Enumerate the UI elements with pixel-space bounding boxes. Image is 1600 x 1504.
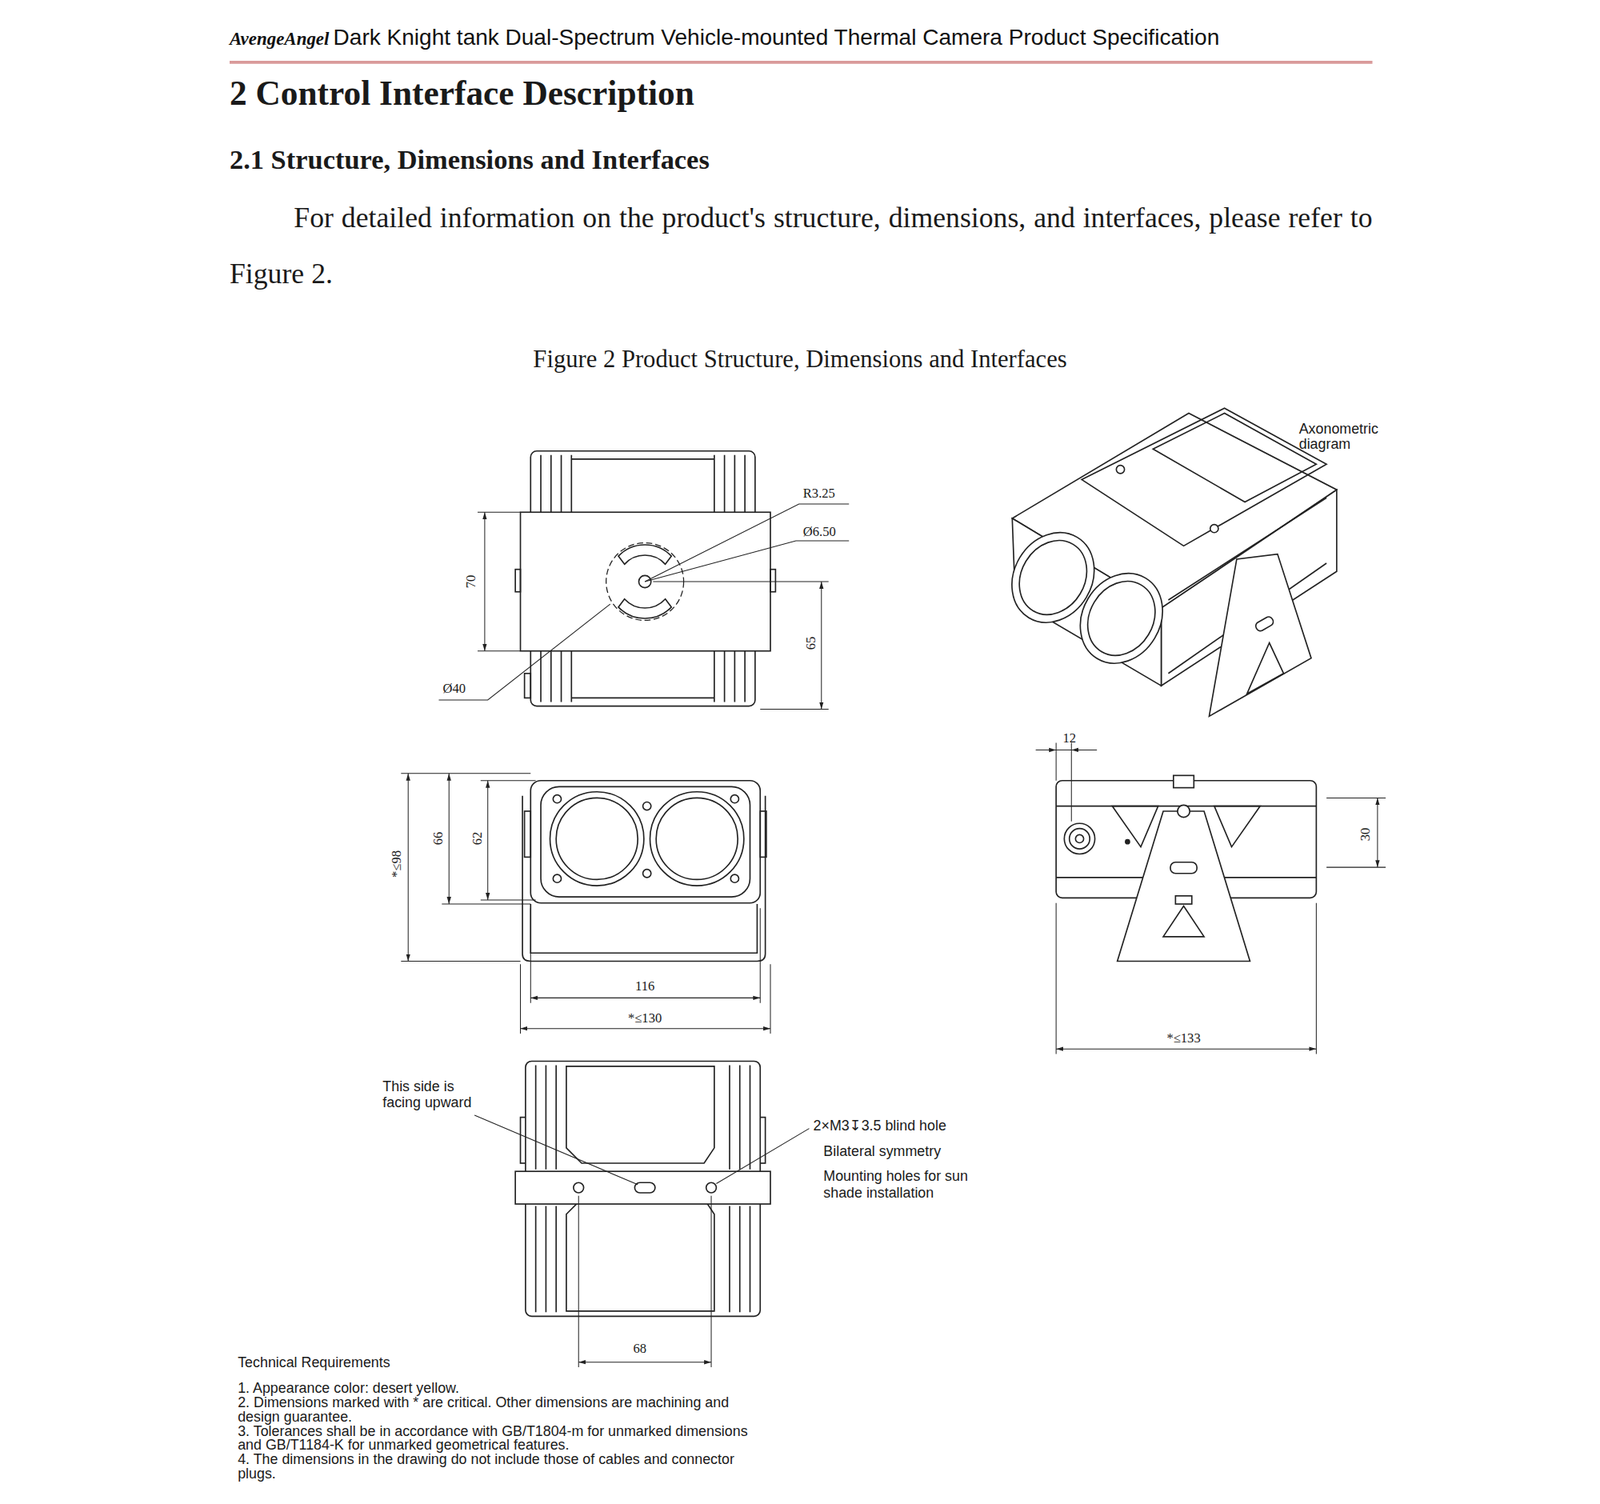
bottom-view-dimensions: [474, 1115, 809, 1368]
axonometric-view: [996, 408, 1337, 716]
dimension-label: R3.25: [803, 486, 836, 502]
callout-note: This side is facing upward: [382, 1079, 495, 1110]
dimension-label: 66: [431, 832, 447, 846]
dimension-label: 70: [464, 575, 480, 589]
technical-note: 2. Dimensions marked with * are critical…: [237, 1396, 748, 1425]
page-header: AvengeAngelDark Knight tankDual-Spectrum…: [229, 24, 1220, 51]
dimension-label: *≤133: [1166, 1031, 1200, 1047]
dimension-label: 62: [469, 832, 485, 846]
callout-note: Mounting holes for sun shade installatio…: [823, 1168, 976, 1201]
dimension-label: Ø40: [443, 680, 467, 696]
side-view: [1056, 775, 1316, 961]
top-view-dimensions: [438, 504, 849, 709]
dimension-label: *≤98: [389, 850, 405, 878]
technical-note: 1. Appearance color: desert yellow.: [237, 1381, 748, 1396]
section-heading: 2 Control Interface Description: [229, 73, 695, 114]
document-title: Dual-Spectrum Vehicle-mounted Thermal Ca…: [505, 24, 1220, 51]
dimension-label: 116: [635, 979, 655, 995]
front-view: [522, 780, 767, 962]
header-rule: [229, 60, 1372, 64]
figure-caption: Figure 2 Product Structure, Dimensions a…: [532, 346, 1067, 375]
dimension-label: 65: [803, 636, 819, 650]
brand-logo: AvengeAngel: [229, 28, 329, 50]
dimension-label: *≤130: [628, 1010, 662, 1026]
notes-heading: Technical Requirements: [237, 1354, 390, 1372]
bottom-view: [515, 1060, 771, 1316]
technical-note: 4. The dimensions in the drawing do not …: [237, 1452, 748, 1482]
dimension-label: Ø6.50: [803, 524, 836, 540]
product-name: Dark Knight tank: [333, 24, 500, 51]
top-view: [515, 451, 776, 707]
dimension-label: 30: [1357, 828, 1373, 842]
front-view-dimensions: [400, 773, 771, 1034]
body-paragraph: For detailed information on the product'…: [229, 189, 1373, 302]
view-label: Axonometric diagram: [1299, 421, 1393, 452]
callout-note: 2×M3↧3.5 blind hole: [813, 1117, 947, 1135]
side-view-dimensions: [1036, 743, 1386, 1055]
dimension-label: 68: [632, 1341, 647, 1357]
dimension-label: 12: [1062, 731, 1076, 747]
technical-note: 3. Tolerances shall be in accordance wit…: [237, 1424, 748, 1454]
callout-note: Bilateral symmetry: [823, 1143, 941, 1160]
subsection-heading: 2.1 Structure, Dimensions and Interfaces: [229, 144, 710, 176]
